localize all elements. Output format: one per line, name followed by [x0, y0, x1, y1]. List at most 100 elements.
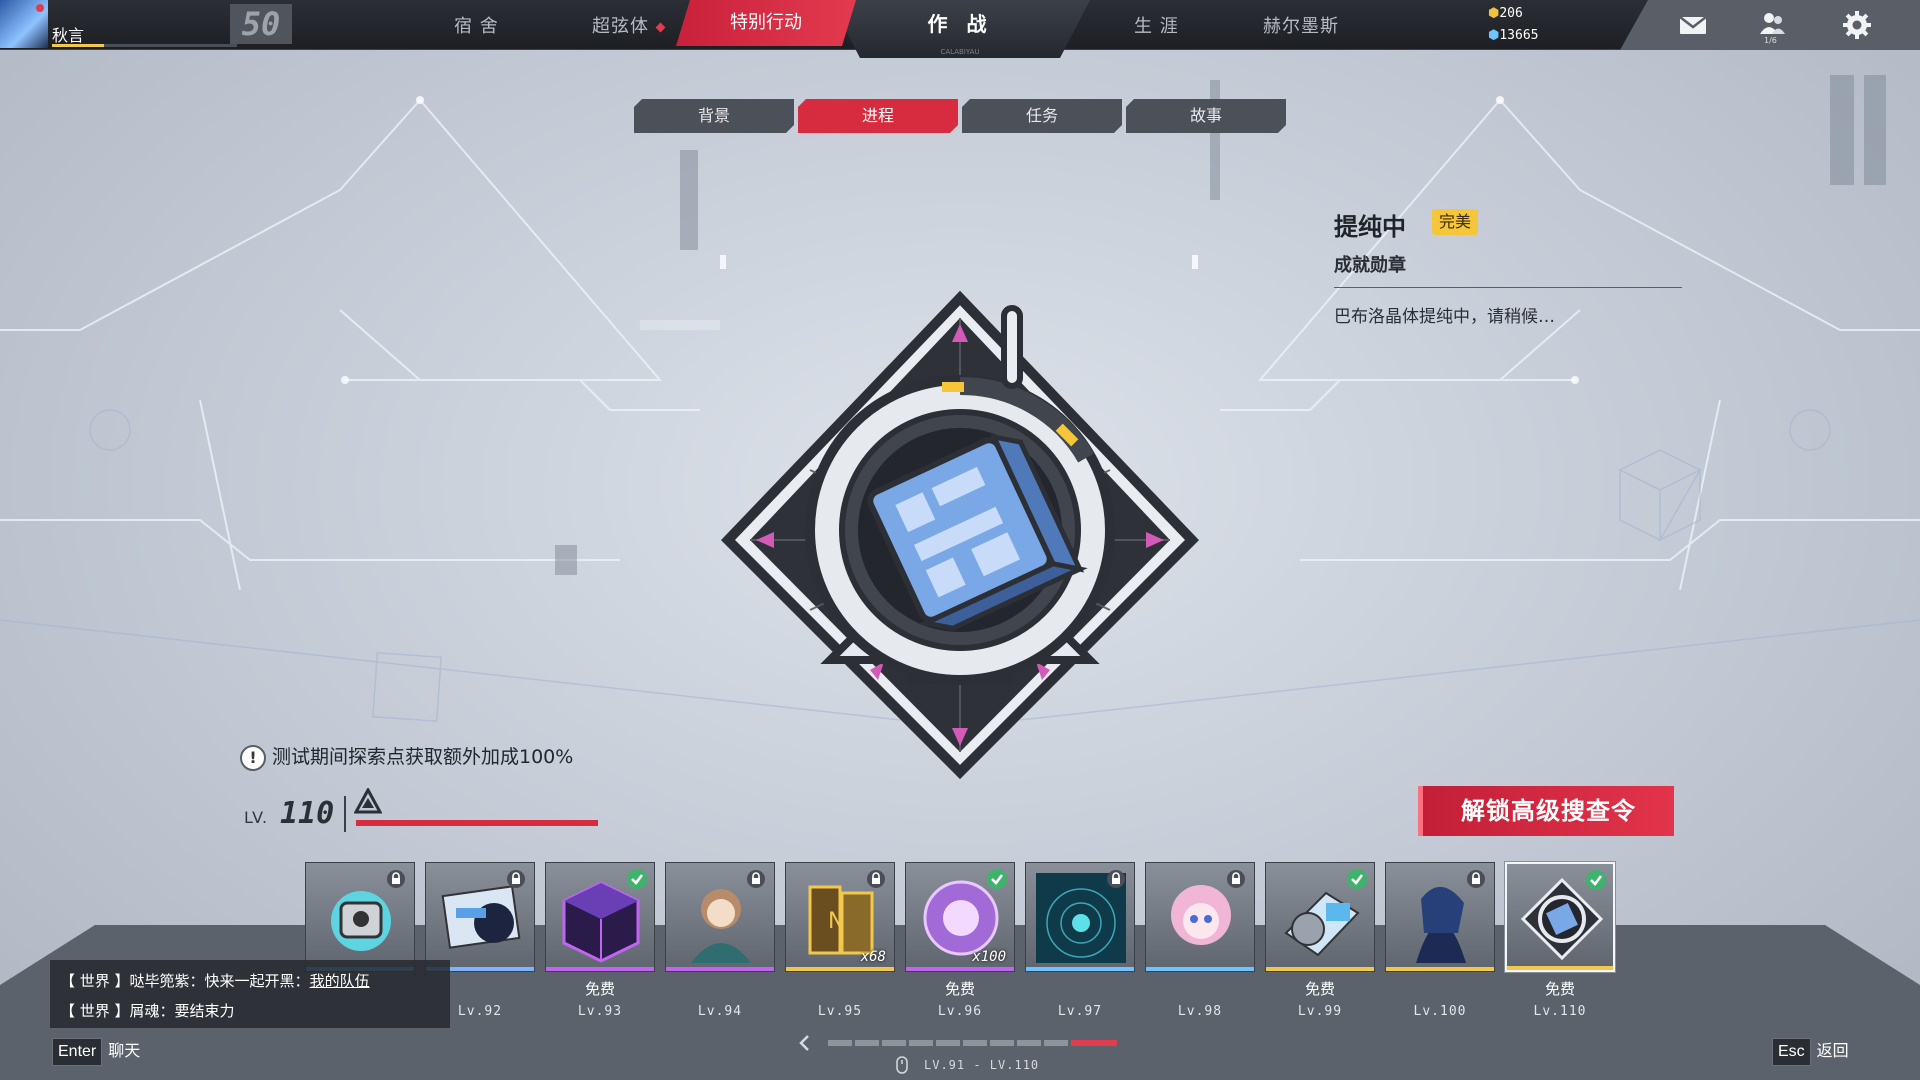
nav-hermes[interactable]: 赫尔墨斯 [1263, 16, 1339, 37]
nav-career[interactable]: 生 涯 [1134, 16, 1179, 37]
player-level: 50 [230, 4, 292, 44]
rarity-stripe [666, 967, 774, 971]
tab-missions[interactable]: 任务 [962, 99, 1122, 133]
mail-icon[interactable] [1676, 8, 1710, 42]
medal-title: 提纯中 [1334, 213, 1406, 241]
achievement-medal-icon [721, 290, 1199, 780]
reward-quantity: x100 [972, 949, 1006, 965]
page-segment[interactable] [990, 1040, 1014, 1046]
page-segment[interactable] [963, 1040, 987, 1046]
reward-level: Lv.110 [1533, 1004, 1587, 1019]
lock-icon [507, 870, 525, 888]
medal-type: 成就勋章 [1334, 255, 1406, 276]
friends-count: 1/6 [1764, 36, 1777, 45]
player-name: 秋言 [52, 26, 85, 45]
reward-item-icon [1171, 885, 1231, 945]
chat-key-label: 聊天 [108, 1041, 141, 1060]
esc-key: Esc [1772, 1038, 1811, 1066]
back-key-label: 返回 [1816, 1041, 1849, 1060]
reward-level: Lv.95 [817, 1004, 863, 1019]
reward-card[interactable] [1025, 862, 1135, 972]
page-indicator [828, 1040, 1128, 1048]
chat-text: 哒毕篼紫：快来一起开黑： [129, 972, 310, 990]
lock-icon [1227, 870, 1245, 888]
lock-icon [867, 870, 885, 888]
medal-description: 巴布洛晶体提纯中，请稍候… [1334, 307, 1555, 327]
medal-quality-badge: 完美 [1432, 209, 1479, 235]
gear-icon[interactable] [1840, 8, 1874, 42]
back-key-hint[interactable]: Esc 返回 [1772, 1036, 1849, 1066]
reward-card[interactable] [1265, 862, 1375, 972]
reward-item-icon [1520, 877, 1604, 961]
nav-special-ops[interactable]: 特别行动 [676, 0, 856, 46]
lock-icon [747, 870, 765, 888]
medal-divider [1334, 287, 1682, 288]
currency-gold: ⬢206 [1488, 6, 1523, 21]
reward-card[interactable] [305, 862, 415, 972]
warrant-rank-icon [354, 788, 382, 814]
reward-item-icon [562, 881, 640, 963]
level-prefix: LV. [244, 808, 269, 827]
unlock-premium-warrant-button[interactable]: 解锁高级搜查令 [1418, 786, 1674, 836]
tab-progress[interactable]: 进程 [798, 99, 958, 133]
page-segment-active[interactable] [1071, 1040, 1117, 1046]
rarity-stripe [1386, 967, 1494, 971]
page-segment[interactable] [1017, 1040, 1041, 1046]
page-segment[interactable] [1044, 1040, 1068, 1046]
reward-item-icon [1036, 873, 1126, 963]
nav-hyperstring[interactable]: 超弦体 [592, 12, 666, 38]
team-invite-link[interactable]: 我的队伍 [309, 972, 370, 990]
page-segment[interactable] [828, 1040, 852, 1046]
reward-item-icon [331, 891, 391, 951]
nav-dorm[interactable]: 宿 舍 [454, 16, 499, 37]
previous-page-icon[interactable] [796, 1034, 814, 1052]
level-range: LV.91 - LV.110 [924, 1058, 1040, 1072]
reward-card[interactable]: x100 [905, 862, 1015, 972]
friends-icon[interactable] [1756, 8, 1790, 42]
tab-story[interactable]: 故事 [1126, 99, 1286, 133]
chat-key-hint[interactable]: Enter 聊天 [52, 1036, 140, 1066]
svg-text:N: N [828, 909, 844, 934]
player-avatar[interactable] [0, 0, 48, 48]
reward-card[interactable] [1505, 862, 1615, 972]
chat-panel[interactable]: 【 世界 】哒毕篼紫：快来一起开黑：我的队伍 【 世界 】屑魂：要结束力 [50, 960, 450, 1028]
claimed-check-icon [1347, 869, 1367, 889]
player-exp-fill [52, 44, 104, 47]
page-segment[interactable] [855, 1040, 879, 1046]
currency-gold-value: 206 [1499, 6, 1523, 21]
lock-icon [1467, 870, 1485, 888]
nav-combat[interactable]: 作 战 [830, 0, 1090, 58]
page-segment[interactable] [909, 1040, 933, 1046]
currency-crystal: ⬢13665 [1488, 28, 1539, 43]
reward-card[interactable] [665, 862, 775, 972]
enter-key: Enter [52, 1038, 103, 1066]
reward-card[interactable] [425, 862, 535, 972]
nav-combat-subtitle: CALABIYAU [940, 48, 980, 56]
reward-level: Lv.99 [1297, 1004, 1343, 1019]
reward-card[interactable] [545, 862, 655, 972]
tab-background[interactable]: 背景 [634, 99, 794, 133]
claimed-check-icon [627, 869, 647, 889]
chat-channel: 【 世界 】 [60, 1002, 130, 1020]
reward-card[interactable] [1385, 862, 1495, 972]
currency-crystal-value: 13665 [1499, 28, 1539, 43]
current-level: 110 [280, 796, 335, 831]
page-segment[interactable] [936, 1040, 960, 1046]
reward-level: Lv.93 [577, 1004, 623, 1019]
notification-dot [36, 4, 44, 12]
reward-level: Lv.96 [937, 1004, 983, 1019]
lock-icon [1107, 870, 1125, 888]
new-indicator-icon [655, 22, 666, 32]
claimed-check-icon [987, 869, 1007, 889]
page-segment[interactable] [882, 1040, 906, 1046]
chat-message: 【 世界 】哒毕篼紫：快来一起开黑：我的队伍 [60, 966, 440, 996]
reward-card[interactable] [1145, 862, 1255, 972]
reward-item-icon: N [808, 885, 874, 955]
reward-item-icon [691, 889, 751, 963]
free-reward-label: 免费 [1544, 980, 1575, 998]
chat-message: 【 世界 】屑魂：要结束力 [60, 996, 440, 1026]
reward-item-icon [923, 880, 999, 956]
